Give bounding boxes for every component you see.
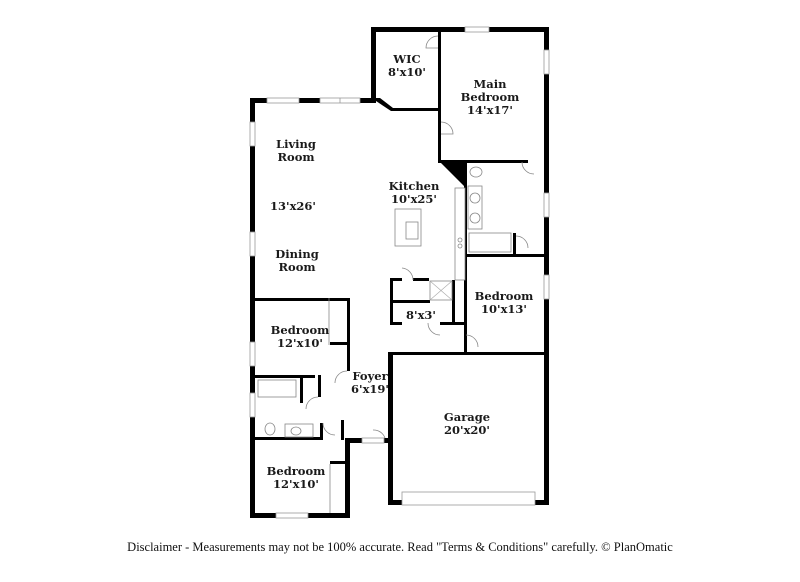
room-label-dining-room: Dining Room <box>275 248 318 274</box>
doors <box>305 35 535 513</box>
room-size: 8'x3' <box>406 308 436 322</box>
room-size: 13'x26' <box>270 199 316 213</box>
room-name: Kitchen <box>388 179 440 193</box>
room-size: 20'x20' <box>444 423 490 437</box>
room-label-kitchen: Kitchen 10'x25' <box>389 180 440 206</box>
room-name: WIC <box>393 52 421 66</box>
room-label-main-bedroom: Main Bedroom 14'x17' <box>461 78 520 117</box>
room-name-line1: Living <box>276 137 316 151</box>
room-label-bedroom-west-upper: Bedroom 12'x10' <box>271 324 330 350</box>
room-label-bedroom-west-lower: Bedroom 12'x10' <box>267 465 326 491</box>
disclaimer-text: Disclaimer - Measurements may not be 100… <box>127 540 673 554</box>
room-name-line1: Dining <box>275 247 319 261</box>
room-size: 6'x19' <box>351 382 389 396</box>
room-name-line2: Bedroom <box>460 90 520 104</box>
room-label-wic: WIC 8'x10' <box>388 53 426 79</box>
interior-walls <box>253 30 546 464</box>
room-size: 10'x13' <box>481 302 527 316</box>
room-name: Bedroom <box>266 464 326 478</box>
room-size-living-dining: 13'x26' <box>270 200 316 213</box>
room-label-living-room: Living Room <box>276 138 316 164</box>
room-label-garage: Garage 20'x20' <box>444 411 490 437</box>
room-size: 12'x10' <box>277 336 323 350</box>
fixtures <box>257 166 512 438</box>
windows <box>249 26 550 519</box>
room-name-line2: Room <box>278 260 316 274</box>
room-name-line1: Main <box>473 77 507 91</box>
room-size: 8'x10' <box>388 65 426 79</box>
room-size: 10'x25' <box>391 192 437 206</box>
room-label-foyer: Foyer 6'x19' <box>351 370 389 396</box>
room-name: Garage <box>443 410 491 424</box>
room-name: Foyer <box>352 369 388 383</box>
room-size: 12'x10' <box>273 477 319 491</box>
room-name: Bedroom <box>270 323 330 337</box>
room-name: Bedroom <box>474 289 534 303</box>
room-label-bedroom-east: Bedroom 10'x13' <box>475 290 534 316</box>
room-name-line2: Room <box>277 150 315 164</box>
room-label-laundry: 8'x3' <box>406 309 436 322</box>
room-size: 14'x17' <box>467 103 513 117</box>
